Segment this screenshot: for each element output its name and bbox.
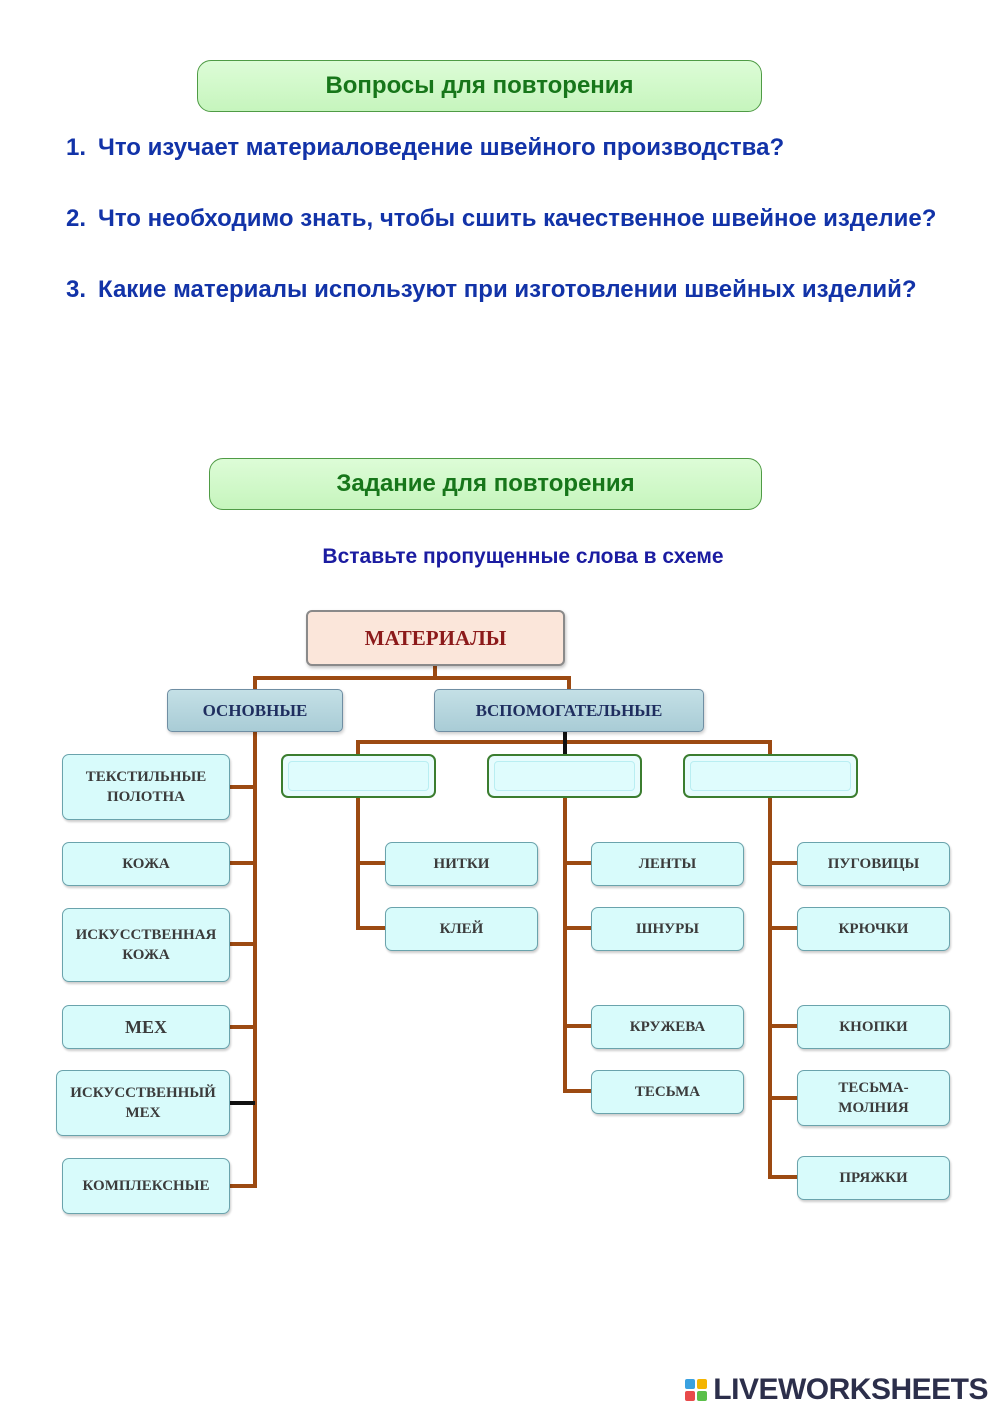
group2-item-box: ТЕСЬМА xyxy=(591,1070,744,1114)
liveworksheets-brand: LIVEWORKSHEETS xyxy=(713,1373,988,1406)
task-banner: Задание для повторения xyxy=(209,458,762,510)
item-label-line: МОЛНИЯ xyxy=(838,1100,909,1116)
item-label-line: ТЕСЬМА- xyxy=(838,1080,909,1096)
group2-item-box: ШНУРЫ xyxy=(591,907,744,951)
main-item-box: МЕХ xyxy=(62,1005,230,1049)
liveworksheets-footer: LIVEWORKSHEETS xyxy=(685,1373,988,1407)
item-label-line: ИСКУССТВЕННЫЙ xyxy=(70,1085,216,1101)
item-label-line: МЕХ xyxy=(125,1017,167,1037)
main-item-box: ИСКУССТВЕННАЯ КОЖА xyxy=(62,908,230,982)
item-label-line: КОМПЛЕКСНЫЕ xyxy=(82,1178,210,1194)
blank-answer-box-1[interactable] xyxy=(281,754,436,798)
main-item-box: ТЕКСТИЛЬНЫЕ ПОЛОТНА xyxy=(62,754,230,820)
group2-item-box: ЛЕНТЫ xyxy=(591,842,744,886)
item-label-line: ПУГОВИЦЫ xyxy=(827,856,920,872)
question-number: 2. xyxy=(66,205,87,232)
liveworksheets-logo-icon xyxy=(685,1379,708,1401)
main-item-box: ИСКУССТВЕННЫЙ МЕХ xyxy=(56,1070,230,1136)
group3-item-box: ТЕСЬМА- МОЛНИЯ xyxy=(797,1070,950,1126)
blank-answer-box-2[interactable] xyxy=(487,754,642,798)
questions-banner: Вопросы для повторения xyxy=(197,60,762,112)
group3-item-box: ПРЯЖКИ xyxy=(797,1156,950,1200)
item-label-line: КРЮЧКИ xyxy=(838,921,909,937)
question-item: 1. Что изучает материаловедение швейного… xyxy=(66,130,946,166)
group3-item-box: ПУГОВИЦЫ xyxy=(797,842,950,886)
item-label-line: ИСКУССТВЕННАЯ xyxy=(75,927,217,943)
main-item-box: КОМПЛЕКСНЫЕ xyxy=(62,1158,230,1214)
materials-root-box: МАТЕРИАЛЫ xyxy=(306,610,565,666)
task-instruction: Вставьте пропущенные слова в схеме xyxy=(322,545,724,568)
aux-category-box: ВСПОМОГАТЕЛЬНЫЕ xyxy=(434,689,704,732)
item-label-line: МЕХ xyxy=(125,1105,161,1121)
question-number: 1. xyxy=(66,134,87,161)
question-number: 3. xyxy=(66,276,87,303)
group1-item-box: КЛЕЙ xyxy=(385,907,538,951)
item-label-line: КНОПКИ xyxy=(839,1019,908,1035)
item-label-line: ТЕКСТИЛЬНЫЕ xyxy=(85,769,207,785)
main-item-box: КОЖА xyxy=(62,842,230,886)
group3-item-box: КРЮЧКИ xyxy=(797,907,950,951)
blank-answer-box-3[interactable] xyxy=(683,754,858,798)
group2-item-box: КРУЖЕВА xyxy=(591,1005,744,1049)
question-item: 3. Какие материалы используют при изгото… xyxy=(66,272,946,308)
item-label-line: КОЖА xyxy=(122,947,170,963)
item-label-line: ПОЛОТНА xyxy=(107,789,185,805)
questions-list: 1. Что изучает материаловедение швейного… xyxy=(66,130,946,343)
question-text: Что изучает материаловедение швейного пр… xyxy=(98,134,785,161)
question-text: Какие материалы используют при изготовле… xyxy=(98,276,917,303)
question-text: Что необходимо знать, чтобы сшить качест… xyxy=(98,205,937,232)
question-item: 2. Что необходимо знать, чтобы сшить кач… xyxy=(66,201,946,237)
group3-item-box: КНОПКИ xyxy=(797,1005,950,1049)
main-category-box: ОСНОВНЫЕ xyxy=(167,689,343,732)
item-label-line: ПРЯЖКИ xyxy=(839,1170,908,1186)
group1-item-box: НИТКИ xyxy=(385,842,538,886)
item-label-line: КОЖА xyxy=(122,856,170,872)
